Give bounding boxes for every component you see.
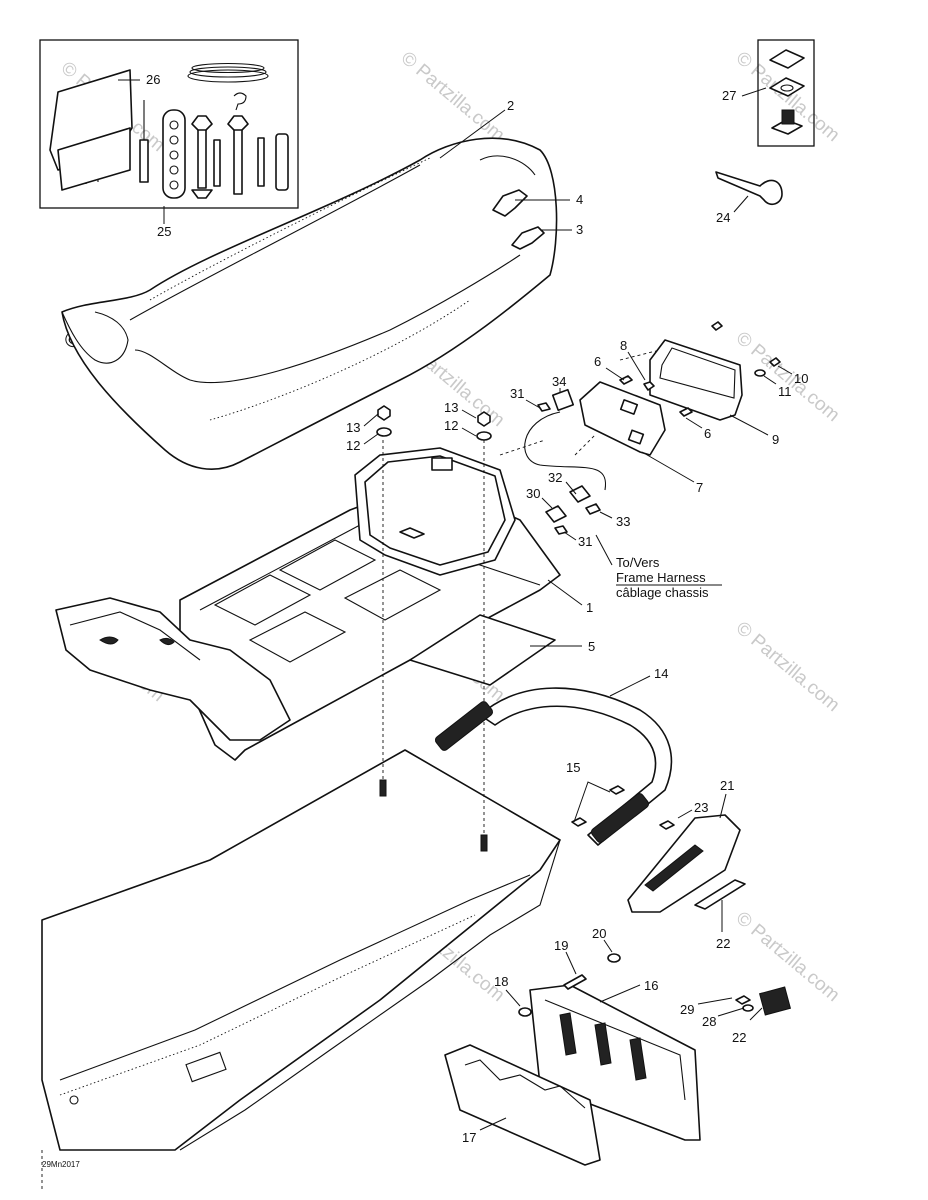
callout-17: 17: [462, 1130, 476, 1145]
spanner-wrench: [715, 171, 783, 206]
diagram-code: 29Mn2017: [42, 1160, 80, 1169]
nuts-washers: [376, 405, 492, 441]
callout-16: 16: [644, 978, 658, 993]
callout-14: 14: [654, 666, 668, 681]
callout-5: 5: [588, 639, 595, 654]
callout-25: 25: [157, 224, 171, 239]
callout-8: 8: [620, 338, 627, 353]
callout-4: 4: [576, 192, 583, 207]
callout-34: 34: [552, 374, 566, 389]
callout-13-right: 13: [444, 400, 458, 415]
callout-layer: 1 2 3 4 5 6 6 7 8 9 10 11 12: [118, 72, 808, 1145]
callout-6-upper: 6: [594, 354, 601, 369]
callout-18: 18: [494, 974, 508, 989]
snow-flap: [444, 953, 792, 1166]
harness-label: To/Vers Frame Harness câblage chassis: [616, 555, 722, 600]
watermark: © Partzilla.com: [732, 618, 844, 716]
callout-26: 26: [146, 72, 160, 87]
callout-13-left: 13: [346, 420, 360, 435]
callout-29: 29: [680, 1002, 694, 1017]
callout-27: 27: [722, 88, 736, 103]
callout-11: 11: [778, 384, 792, 399]
callout-22-lower: 22: [732, 1030, 746, 1045]
tail-light: [579, 321, 781, 456]
callout-31-lower: 31: [578, 534, 592, 549]
key-kit-inset: [757, 39, 815, 147]
harness-label-line2: Frame Harness: [616, 570, 706, 585]
callout-31-upper: 31: [510, 386, 524, 401]
callout-6-lower: 6: [704, 426, 711, 441]
grab-handle: [434, 687, 673, 846]
wiring-harness: [524, 388, 613, 566]
watermark: © Partzilla.com: [732, 908, 844, 1006]
tool-kit-inset: [39, 39, 299, 209]
tunnel-frame: [41, 749, 561, 1190]
harness-label-line1: To/Vers: [616, 555, 660, 570]
seat-base: [55, 447, 561, 761]
callout-28: 28: [702, 1014, 716, 1029]
callout-12-right: 12: [444, 418, 458, 433]
watermark: © Partzilla.com: [397, 48, 509, 146]
callout-7: 7: [696, 480, 703, 495]
callout-30: 30: [526, 486, 540, 501]
callout-33: 33: [616, 514, 630, 529]
callout-24: 24: [716, 210, 730, 225]
watermark: © Partzilla.com: [732, 328, 844, 426]
callout-20: 20: [592, 926, 606, 941]
side-cap: [627, 814, 746, 913]
callout-22-upper: 22: [716, 936, 730, 951]
callout-2: 2: [507, 98, 514, 113]
callout-23: 23: [694, 800, 708, 815]
callout-21: 21: [720, 778, 734, 793]
callout-3: 3: [576, 222, 583, 237]
callout-12-left: 12: [346, 438, 360, 453]
seat: [61, 137, 558, 470]
callout-15: 15: [566, 760, 580, 775]
harness-label-line3: câblage chassis: [616, 585, 709, 600]
callout-19: 19: [554, 938, 568, 953]
studs: [379, 779, 488, 852]
callout-10: 10: [794, 371, 808, 386]
callout-9: 9: [772, 432, 779, 447]
callout-1: 1: [586, 600, 593, 615]
callout-32: 32: [548, 470, 562, 485]
